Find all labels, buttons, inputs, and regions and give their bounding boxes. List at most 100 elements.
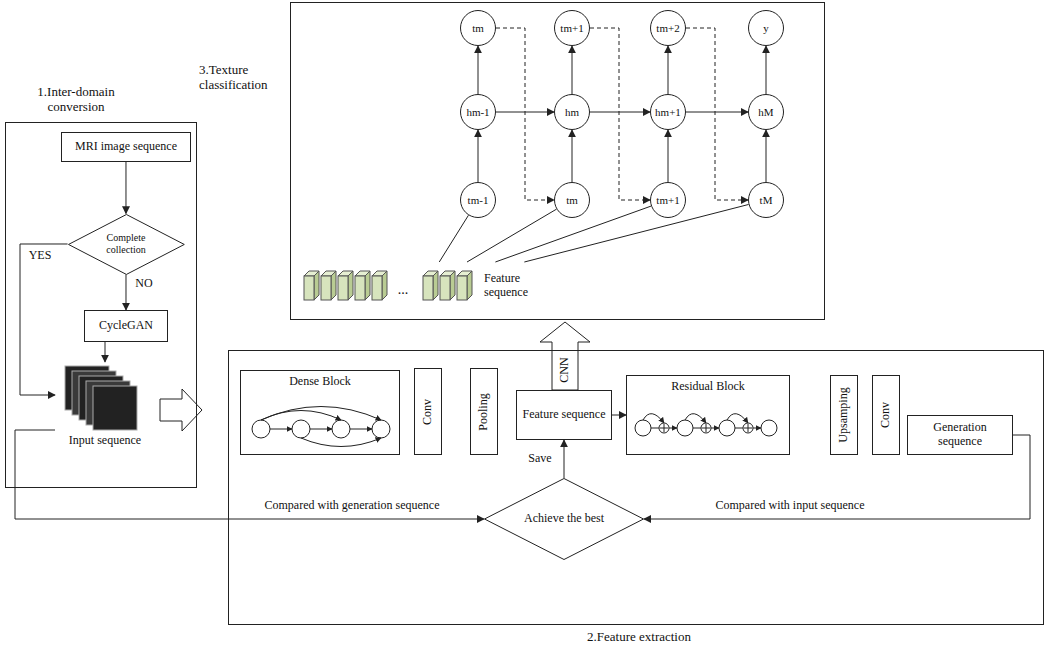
stage-panel: 1.Inter-domain conversionMRI image seque…	[5, 122, 197, 488]
sum-sign	[660, 424, 668, 432]
feature-bar	[440, 271, 455, 300]
node-heading: Dense Block	[241, 375, 399, 389]
process-box: MRI image sequence	[61, 132, 191, 162]
decision-diamond: Complete collection	[68, 214, 185, 275]
node-text: Achieve the best	[524, 512, 604, 526]
node-heading: 1.Inter-domain conversion	[21, 85, 131, 115]
node-text: Generation sequence	[912, 421, 1008, 449]
feature-bar	[355, 271, 370, 300]
node-text: y	[763, 22, 769, 35]
connector	[668, 130, 669, 182]
node-text: hm-1	[466, 106, 489, 119]
state-circle: tm	[554, 182, 590, 218]
image-slice	[93, 386, 137, 430]
node-text: Upsamping	[837, 387, 851, 442]
sum-node	[743, 423, 753, 433]
layer-box: Conv	[872, 375, 900, 455]
layer-arrow	[310, 429, 332, 430]
connector	[572, 46, 573, 94]
layer-circle	[372, 420, 390, 438]
connector	[686, 28, 748, 200]
feature-bar	[321, 271, 336, 300]
layer-line	[693, 428, 701, 429]
node-text: Complete collection	[98, 232, 153, 255]
hollow-arrow	[160, 389, 202, 431]
layer-circle	[635, 420, 651, 436]
connector	[668, 46, 669, 94]
layer-box: Pooling	[470, 368, 498, 455]
layer-line	[735, 428, 743, 429]
process-box: Feature sequence	[516, 390, 612, 440]
node-text: tM	[760, 194, 773, 207]
bar-side	[450, 271, 455, 300]
node-heading: Feature sequence	[484, 272, 546, 300]
bar-front	[457, 276, 467, 300]
process-box: Generation sequence	[907, 415, 1013, 455]
state-circle: tm+1	[650, 182, 686, 218]
bar-side	[331, 271, 336, 300]
sum-node	[659, 423, 669, 433]
state-circle: y	[748, 10, 784, 46]
layer-arrow	[270, 429, 292, 430]
connector	[766, 46, 767, 94]
layer-arrow	[711, 428, 719, 429]
node-text: tm+1	[656, 194, 679, 207]
edge-label: YES	[27, 249, 54, 263]
connector	[524, 204, 748, 262]
node-text: tm	[472, 22, 484, 35]
bar-front	[338, 276, 348, 300]
bar-front	[423, 276, 433, 300]
stage-panel: 2.Feature extractionDense BlockConvPooli…	[228, 350, 1044, 625]
residual-skip	[685, 414, 706, 423]
connector	[686, 112, 748, 113]
connector	[439, 215, 468, 262]
residual-block: Residual Block	[626, 375, 790, 455]
connector	[590, 28, 650, 200]
node-text: tm+2	[656, 22, 679, 35]
bar-side	[348, 271, 353, 300]
node-text: tm	[566, 194, 578, 207]
image-stack: Input sequence	[55, 362, 155, 454]
connector	[478, 130, 479, 182]
connector	[478, 46, 479, 94]
residual-skip	[727, 414, 748, 423]
hollow-arrow	[540, 322, 590, 390]
node-text: Conv	[421, 398, 435, 424]
layer-box: Upsamping	[830, 375, 858, 455]
layer-circle	[332, 420, 350, 438]
sum-sign	[744, 424, 752, 432]
connector	[125, 274, 126, 310]
connector	[125, 162, 126, 214]
layer-arrow	[753, 428, 761, 429]
ellipsis-mark: ...	[398, 282, 409, 298]
edge-label: NO	[133, 277, 154, 291]
bar-side	[467, 271, 472, 300]
connector	[766, 130, 767, 182]
state-circle: tm-1	[460, 182, 496, 218]
diamond-outline	[68, 214, 184, 274]
stage-panel: 3.Texture classificationtmtm+1tm+2yhm-1h…	[290, 2, 825, 320]
layer-arrow	[350, 429, 372, 430]
node-heading: Input sequence	[55, 434, 155, 448]
edge-label: Compared with input sequence	[714, 499, 867, 513]
layer-circle	[252, 420, 270, 438]
layer-circle	[719, 420, 735, 436]
node-heading: 3.Texture classification	[199, 63, 287, 93]
layer-circle	[677, 420, 693, 436]
node-text: CycleGAN	[99, 319, 153, 333]
node-text: hm+1	[655, 106, 681, 119]
dense-skip	[261, 407, 381, 421]
state-circle: tm+1	[554, 10, 590, 46]
diamond-outline	[485, 479, 644, 560]
dense-skip	[301, 438, 381, 447]
bar-side	[382, 271, 387, 300]
state-circle: hm-1	[460, 94, 496, 130]
decision-diamond: Achieve the best	[484, 478, 644, 560]
bar-front	[304, 276, 314, 300]
bar-front	[321, 276, 331, 300]
feature-bar	[423, 271, 438, 300]
state-circle: tm	[460, 10, 496, 46]
sum-sign	[702, 424, 710, 432]
process-box: CycleGAN	[84, 310, 168, 342]
